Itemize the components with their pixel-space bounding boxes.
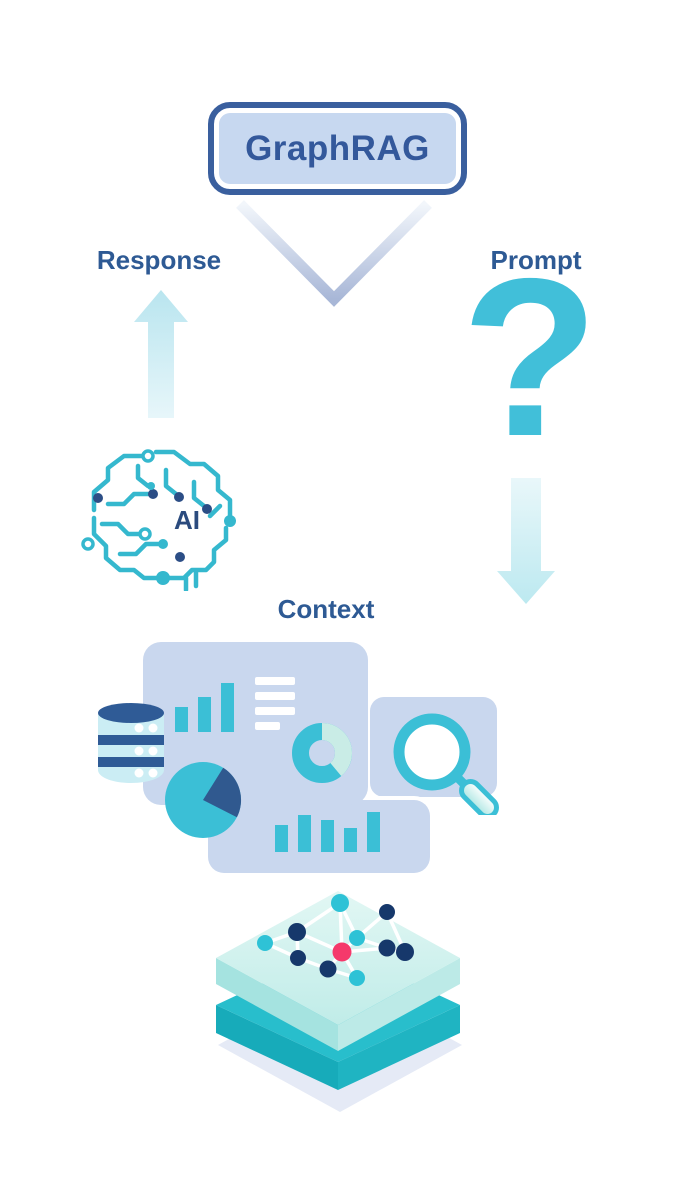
donut-chart-icon — [292, 723, 352, 783]
mini-bar — [298, 815, 311, 852]
mini-bar — [275, 825, 288, 852]
prompt-arrow-down-icon — [497, 478, 555, 604]
graph-node-navy — [379, 904, 395, 920]
graph-node-navy — [288, 923, 306, 941]
chevron-down-icon — [236, 200, 432, 307]
mini-bar — [175, 707, 188, 732]
bar-chart-icon — [175, 683, 240, 732]
context-illustration — [90, 640, 520, 885]
search-icon — [393, 713, 499, 815]
bottom-chart-card — [208, 800, 430, 873]
graphrag-box-label: GraphRAG — [245, 128, 430, 168]
text-line — [255, 692, 295, 700]
database-icon — [98, 703, 164, 783]
ai-brain-label: AI — [174, 505, 200, 535]
mini-bar — [344, 828, 357, 852]
context-label: Context — [277, 594, 375, 624]
bar-chart-bottom-icon — [275, 812, 387, 852]
mini-bar — [321, 820, 334, 852]
graph-node-pink — [332, 942, 352, 962]
graph-node-cyan — [349, 970, 365, 986]
graph-node-navy — [378, 939, 396, 957]
ai-brain-icon: AI — [81, 449, 236, 591]
response-arrow-up-icon — [134, 290, 188, 418]
graph-node-navy — [319, 960, 337, 978]
mini-bar — [198, 697, 211, 732]
prompt-question-icon: ? — [461, 231, 599, 483]
mini-bar — [367, 812, 380, 852]
graph-node-cyan — [257, 935, 273, 951]
graph-node-navy — [396, 943, 414, 961]
prompt-label: Prompt — [490, 245, 582, 275]
text-line — [255, 722, 280, 730]
mini-bar — [221, 683, 234, 732]
response-label: Response — [96, 245, 222, 275]
graph-node-cyan — [331, 894, 349, 912]
graph-network — [257, 894, 414, 986]
text-lines-icon — [255, 677, 295, 737]
text-line — [255, 707, 295, 715]
graph-node-cyan — [349, 930, 365, 946]
graph-node-navy — [290, 950, 306, 966]
pie-chart-icon — [165, 762, 242, 838]
graphrag-box: GraphRAG — [208, 102, 467, 195]
graph-layers-icon — [216, 891, 462, 1112]
text-line — [255, 677, 295, 685]
